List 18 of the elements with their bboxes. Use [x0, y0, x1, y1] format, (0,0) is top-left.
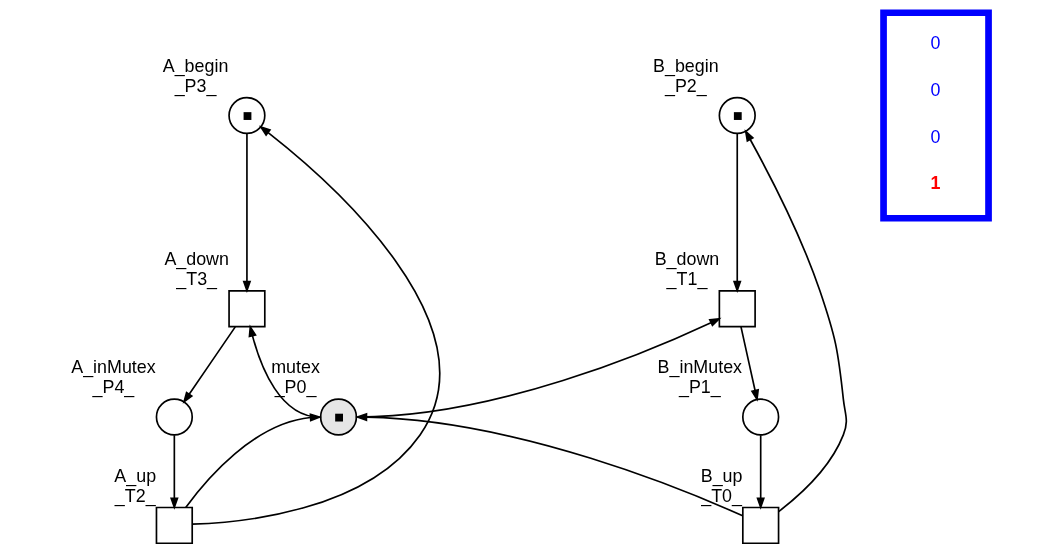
node-label: _T0_: [700, 485, 742, 506]
node-label: _P2_: [664, 75, 707, 96]
node-label: _P1_: [678, 377, 721, 398]
node-label: A_begin: [162, 55, 228, 76]
node-label: _T3_: [175, 269, 217, 290]
node-label: B_down: [654, 248, 719, 269]
node-label: B_inMutex: [657, 357, 742, 378]
node-label: A_up: [113, 465, 156, 486]
node-label: _T1_: [666, 269, 707, 290]
node-label: B_up: [700, 465, 742, 486]
node-label: B_begin: [652, 55, 719, 76]
node-label: _P3_: [174, 75, 216, 96]
node-label: A_inMutex: [70, 357, 156, 378]
node-label: _T2_: [114, 485, 156, 506]
node-label: A_down: [163, 248, 229, 269]
node-label: mutex: [270, 357, 320, 378]
node-label: _P4_: [92, 377, 134, 398]
node-label: _P0_: [274, 377, 316, 398]
